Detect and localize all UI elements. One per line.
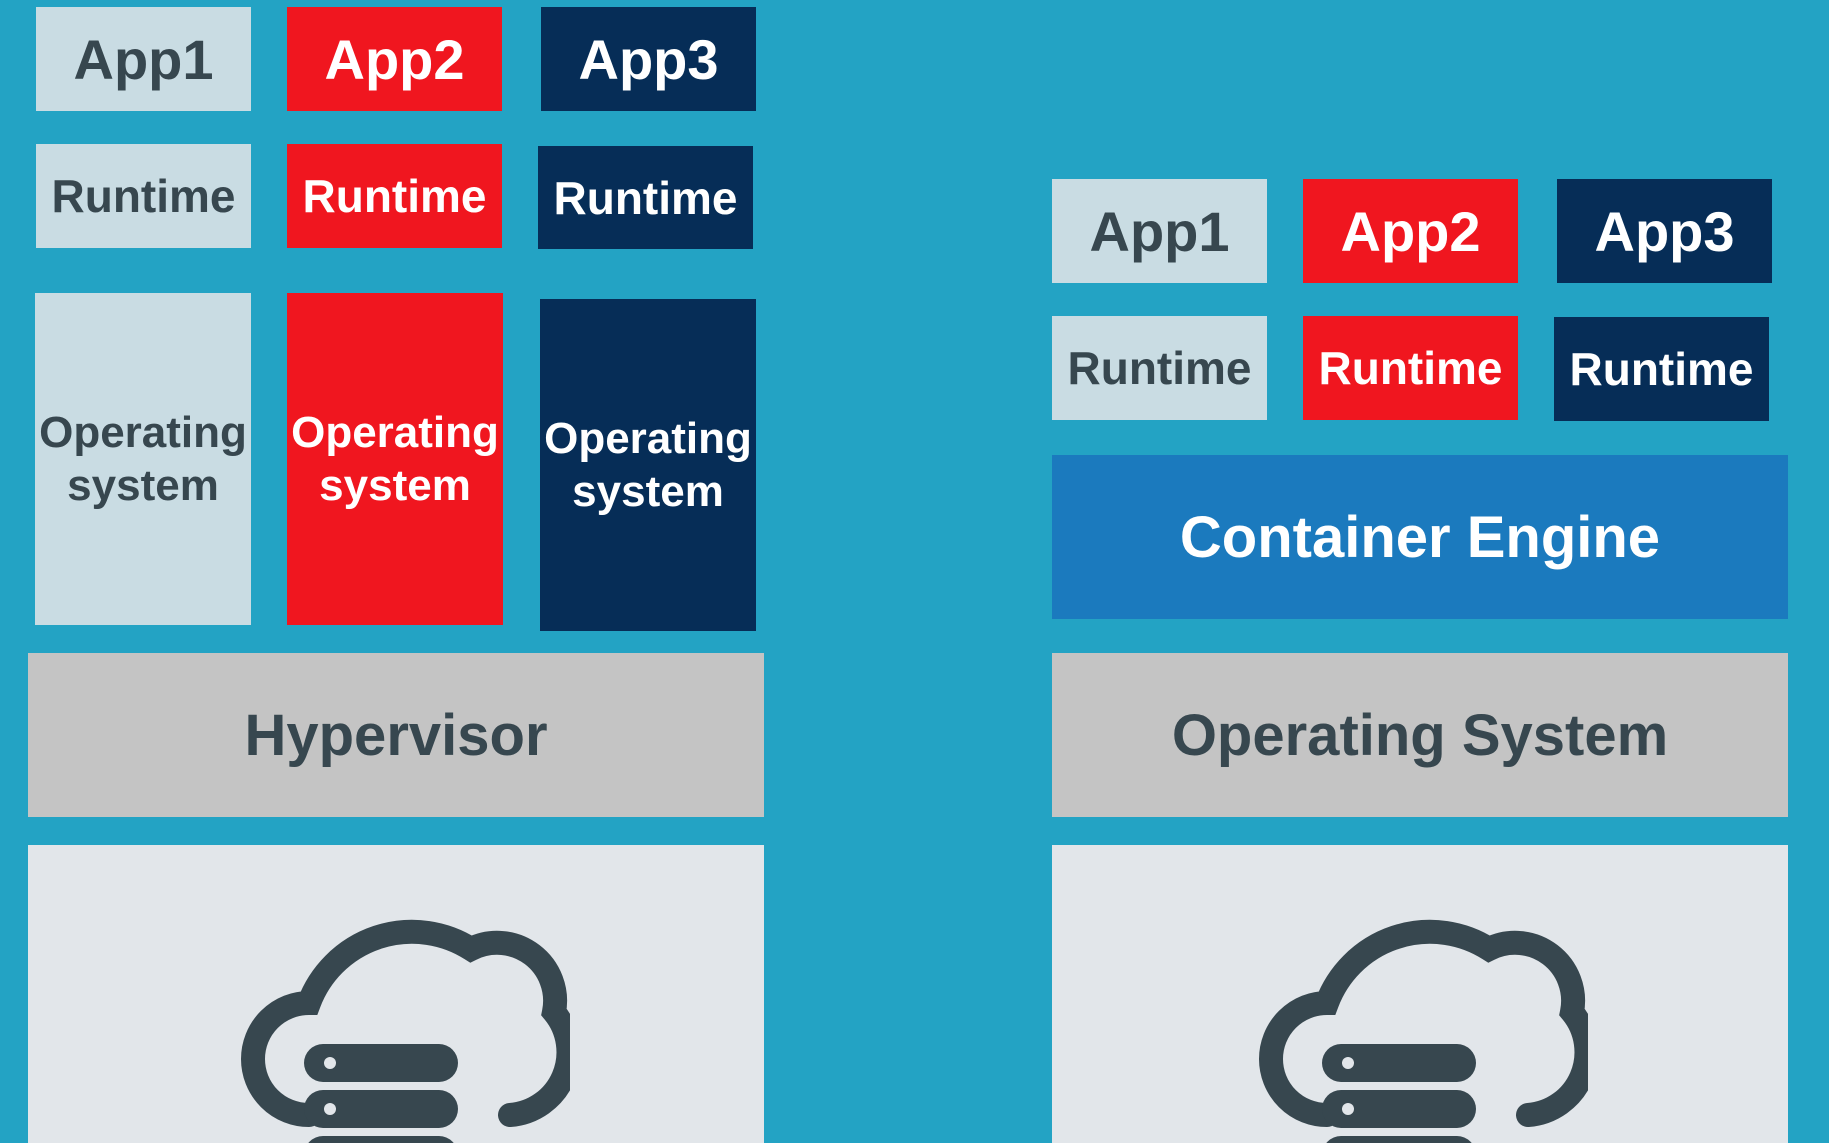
vm-guest-os2-label: Operating system bbox=[291, 408, 499, 510]
cloud-server-icon bbox=[241, 919, 570, 1143]
ct-app3-label: App3 bbox=[1594, 199, 1735, 263]
vm-app1-box: App1 bbox=[36, 7, 251, 111]
ct-app1-label: App1 bbox=[1089, 199, 1230, 263]
vm-runtime3-box: Runtime bbox=[538, 146, 753, 249]
ct-infrastructure-panel bbox=[1052, 845, 1788, 1143]
ct-app2-box: App2 bbox=[1303, 179, 1518, 283]
container-engine-box: Container Engine bbox=[1052, 455, 1788, 619]
cloud-server-icon bbox=[1259, 919, 1588, 1143]
vm-app2-label: App2 bbox=[324, 27, 465, 91]
vm-runtime1-box: Runtime bbox=[36, 144, 251, 248]
host-os-label: Operating System bbox=[1171, 702, 1669, 768]
vm-guest-os2-box: Operating system bbox=[287, 293, 503, 625]
ct-runtime3-label: Runtime bbox=[1569, 343, 1754, 395]
vm-runtime2-box: Runtime bbox=[287, 144, 502, 248]
hypervisor-box: Hypervisor bbox=[28, 653, 764, 817]
vm-app2-box: App2 bbox=[287, 7, 502, 111]
ct-runtime3-box: Runtime bbox=[1554, 317, 1769, 421]
ct-app1-box: App1 bbox=[1052, 179, 1267, 283]
vm-app1-label: App1 bbox=[73, 27, 214, 91]
vm-guest-os3-label: Operating system bbox=[544, 414, 752, 516]
vm-infrastructure-panel bbox=[28, 845, 764, 1143]
hypervisor-label: Hypervisor bbox=[244, 702, 548, 768]
ct-runtime1-box: Runtime bbox=[1052, 316, 1267, 420]
vm-app3-box: App3 bbox=[541, 7, 756, 111]
vm-guest-os1-label: Operating system bbox=[39, 408, 247, 510]
host-os-box: Operating System bbox=[1052, 653, 1788, 817]
vm-app3-label: App3 bbox=[578, 27, 719, 91]
ct-app3-box: App3 bbox=[1557, 179, 1772, 283]
ct-runtime2-box: Runtime bbox=[1303, 316, 1518, 420]
vm-runtime2-label: Runtime bbox=[302, 170, 487, 222]
vm-runtime1-label: Runtime bbox=[51, 170, 236, 222]
vm-guest-os3-box: Operating system bbox=[540, 299, 756, 631]
vm-runtime3-label: Runtime bbox=[553, 171, 738, 224]
ct-runtime1-label: Runtime bbox=[1067, 342, 1252, 394]
ct-app2-label: App2 bbox=[1340, 199, 1481, 263]
vm-guest-os1-box: Operating system bbox=[35, 293, 251, 625]
ct-runtime2-label: Runtime bbox=[1318, 342, 1503, 394]
container-engine-label: Container Engine bbox=[1179, 504, 1661, 570]
